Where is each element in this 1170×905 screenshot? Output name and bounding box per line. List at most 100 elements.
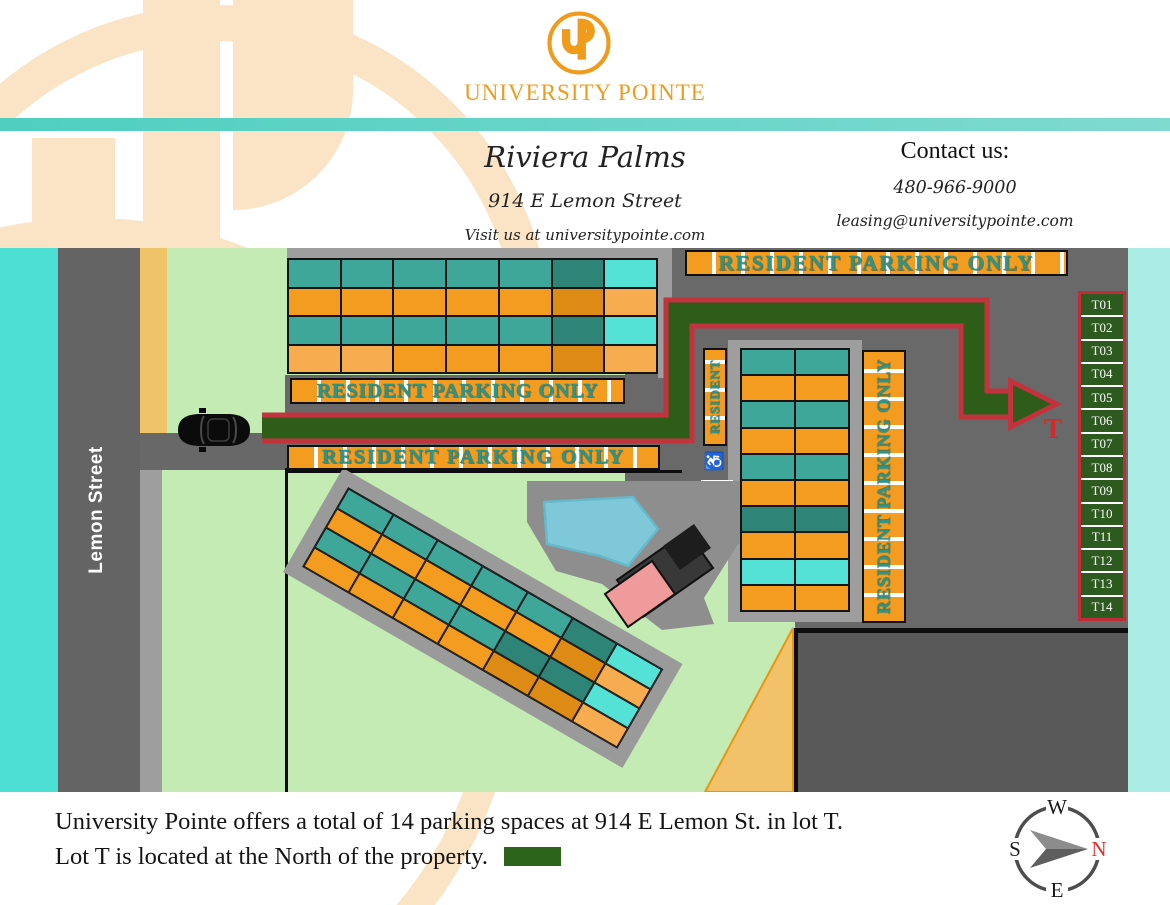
building-cell — [741, 532, 795, 559]
property-address: 914 E Lemon Street — [488, 190, 682, 212]
contact-email: leasing@universitypointe.com — [836, 212, 1074, 230]
parking-space: T04 — [1081, 364, 1123, 388]
lemon-street-road — [58, 248, 140, 792]
building-cell — [446, 316, 499, 345]
parking-space: T11 — [1081, 527, 1123, 551]
building-cell — [393, 287, 447, 316]
resident-parking-strip-vertical: RESIDENT PARKING ONLY — [862, 350, 906, 623]
resident-parking-label: RESIDENT PARKING ONLY — [718, 250, 1035, 275]
parking-space: T08 — [1081, 457, 1123, 481]
resident-parking-strip: RESIDENT PARKING ONLY — [287, 445, 660, 470]
car-top-view-icon — [178, 408, 250, 452]
resident-parking-label: RESIDENT PARKING ONLY — [322, 446, 625, 468]
building-cell — [741, 479, 795, 507]
compass-west: W — [1047, 795, 1067, 819]
building-cell — [551, 344, 605, 373]
building-cell — [741, 584, 795, 611]
building-cell — [498, 316, 552, 345]
parking-line — [701, 480, 733, 483]
tan-curb-strip — [140, 248, 167, 433]
parking-space: T07 — [1081, 434, 1123, 457]
building-cell — [288, 287, 341, 316]
parking-space: T10 — [1081, 504, 1123, 527]
building-cell — [551, 287, 605, 316]
contact-phone: 480-966-9000 — [893, 178, 1017, 198]
building-cell — [604, 316, 657, 345]
parking-space: T13 — [1081, 573, 1123, 597]
building-cell — [741, 558, 795, 585]
building-cell — [446, 287, 499, 316]
footer-description: University Pointe offers a total of 14 p… — [55, 804, 843, 874]
building-cell — [741, 401, 795, 428]
site-map: RESIDENT PARKING ONLY RESIDENT PARKING O… — [0, 248, 1170, 792]
footer-line1: University Pointe offers a total of 14 p… — [55, 808, 843, 835]
teal-banner-stripe — [0, 118, 1170, 131]
building-cell — [795, 558, 849, 585]
property-border-line — [287, 470, 682, 473]
parking-space: T02 — [1081, 317, 1123, 341]
building-cell — [795, 532, 849, 559]
building-cell — [795, 401, 849, 428]
building-cell — [393, 316, 447, 345]
map-edge-strip — [0, 248, 58, 792]
parking-space: T05 — [1081, 387, 1123, 411]
building-cell — [340, 259, 394, 288]
building-cell — [795, 584, 849, 611]
building-cell — [393, 259, 447, 288]
footer-line2: Lot T is located at the North of the pro… — [55, 839, 843, 874]
building-cell — [340, 344, 394, 373]
compass-east: E — [1051, 878, 1064, 902]
property-border-line — [285, 468, 288, 792]
property-name: Riviera Palms — [484, 140, 686, 174]
building-cell — [340, 287, 394, 316]
parking-space: T14 — [1091, 599, 1113, 615]
building-cell — [340, 316, 394, 345]
street-label-text: Lemon Street — [86, 446, 107, 574]
building-cell — [741, 349, 795, 376]
parking-space: T03 — [1081, 341, 1123, 364]
map-edge-strip — [1128, 248, 1170, 792]
apartment-building-north — [287, 258, 658, 374]
parking-space: T01 — [1081, 294, 1123, 318]
accessible-parking-icon: ♿ — [705, 450, 724, 472]
parking-space: T12 — [1081, 550, 1123, 574]
compass-needle — [1030, 830, 1088, 849]
compass-rose-icon: W S E N — [1005, 795, 1109, 902]
website-line: Visit us at universitypointe.com — [464, 226, 706, 244]
building-cell — [795, 506, 849, 533]
building-cell — [795, 349, 849, 376]
building-cell — [741, 427, 795, 454]
building-cell — [741, 506, 795, 533]
building-cell — [795, 479, 849, 507]
building-cell — [498, 259, 552, 288]
building-cell — [446, 259, 499, 288]
building-cell — [288, 316, 341, 345]
brand-title: UNIVERSITY POINTE — [464, 80, 706, 105]
building-cell — [795, 453, 849, 480]
university-pointe-up-monogram-icon — [547, 11, 611, 75]
lot-t-letter: T — [1043, 414, 1063, 445]
building-cell — [741, 453, 795, 480]
building-cell — [393, 344, 447, 373]
building-cell — [604, 344, 657, 373]
watermark-bar — [32, 138, 115, 248]
resident-parking-label: RESIDENT PARKING ONLY — [873, 358, 894, 615]
building-cell — [288, 344, 341, 373]
compass-south: S — [1009, 837, 1021, 861]
resident-label: RESIDENT — [707, 359, 722, 435]
resident-parking-strip: RESIDENT PARKING ONLY — [290, 378, 625, 404]
building-cell — [795, 427, 849, 454]
lot-t-legend-swatch — [503, 847, 561, 866]
compass-north: N — [1091, 837, 1106, 861]
building-cell — [551, 316, 605, 345]
building-cell — [288, 259, 341, 288]
building-cell — [795, 375, 849, 402]
parking-space: T06 — [1081, 410, 1123, 434]
footer-line2-text: Lot T is located at the North of the pro… — [55, 843, 488, 870]
building-cell — [498, 287, 552, 316]
sidewalk — [140, 470, 162, 792]
building-cell — [604, 287, 657, 316]
resident-parking-label: RESIDENT PARKING ONLY — [316, 379, 599, 402]
